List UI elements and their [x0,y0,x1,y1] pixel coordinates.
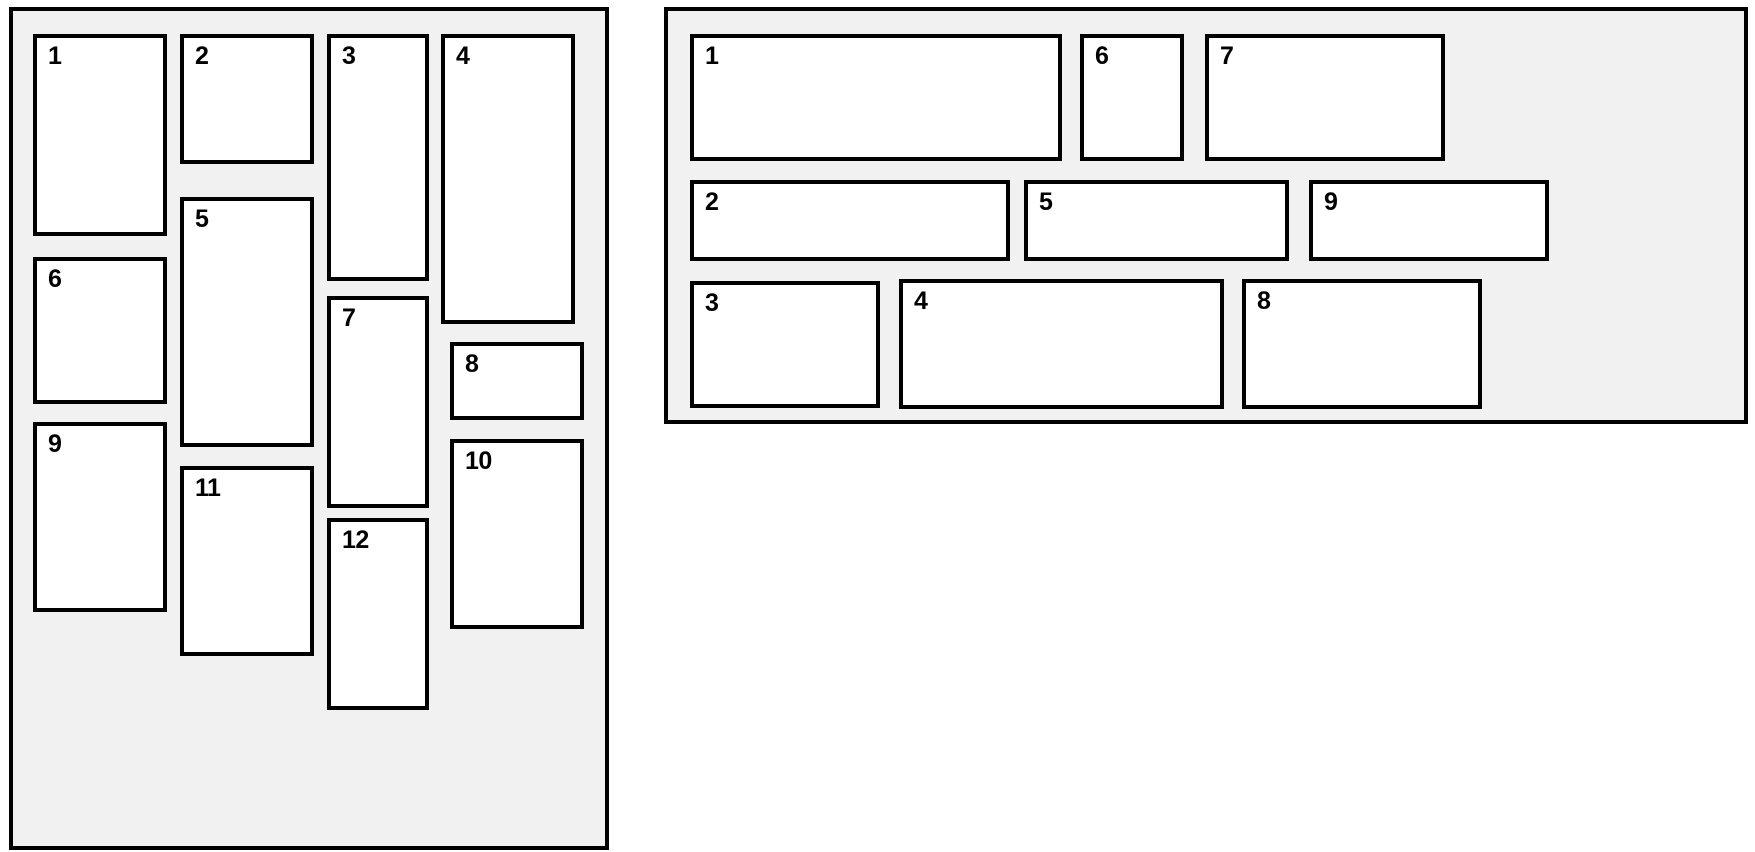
box-label: 2 [195,42,209,70]
box-6[interactable]: 6 [1080,34,1184,161]
box-9[interactable]: 9 [1309,180,1549,261]
box-label: 2 [705,188,719,216]
box-5[interactable]: 5 [180,197,314,447]
box-10[interactable]: 10 [450,439,584,629]
box-label: 5 [195,205,209,233]
box-11[interactable]: 11 [180,466,314,656]
box-2[interactable]: 2 [180,34,314,164]
box-label: 7 [1220,42,1234,70]
right-panel: 1 6 7 2 5 9 3 4 8 [664,7,1748,424]
box-3[interactable]: 3 [690,281,880,408]
box-12[interactable]: 12 [327,518,429,710]
box-5[interactable]: 5 [1024,180,1289,261]
box-1[interactable]: 1 [33,34,167,236]
box-6[interactable]: 6 [33,257,167,404]
box-8[interactable]: 8 [1242,279,1482,409]
box-label: 6 [1095,42,1109,70]
box-1[interactable]: 1 [690,34,1062,161]
box-label: 4 [456,42,470,70]
box-label: 11 [195,474,221,502]
box-8[interactable]: 8 [450,342,584,420]
box-7[interactable]: 7 [327,296,429,508]
box-label: 3 [342,42,356,70]
box-label: 8 [1257,287,1271,315]
box-label: 10 [465,447,492,475]
box-label: 1 [705,42,719,70]
box-9[interactable]: 9 [33,422,167,612]
box-label: 5 [1039,188,1053,216]
box-label: 12 [342,526,369,554]
box-label: 4 [914,287,928,315]
box-label: 1 [48,42,62,70]
box-label: 3 [705,289,719,317]
box-3[interactable]: 3 [327,34,429,281]
box-4[interactable]: 4 [441,34,575,324]
box-label: 9 [1324,188,1338,216]
box-label: 7 [342,304,356,332]
box-label: 9 [48,430,62,458]
box-4[interactable]: 4 [899,279,1224,409]
box-2[interactable]: 2 [690,180,1010,261]
box-label: 8 [465,350,479,378]
box-7[interactable]: 7 [1205,34,1445,161]
box-label: 6 [48,265,62,293]
